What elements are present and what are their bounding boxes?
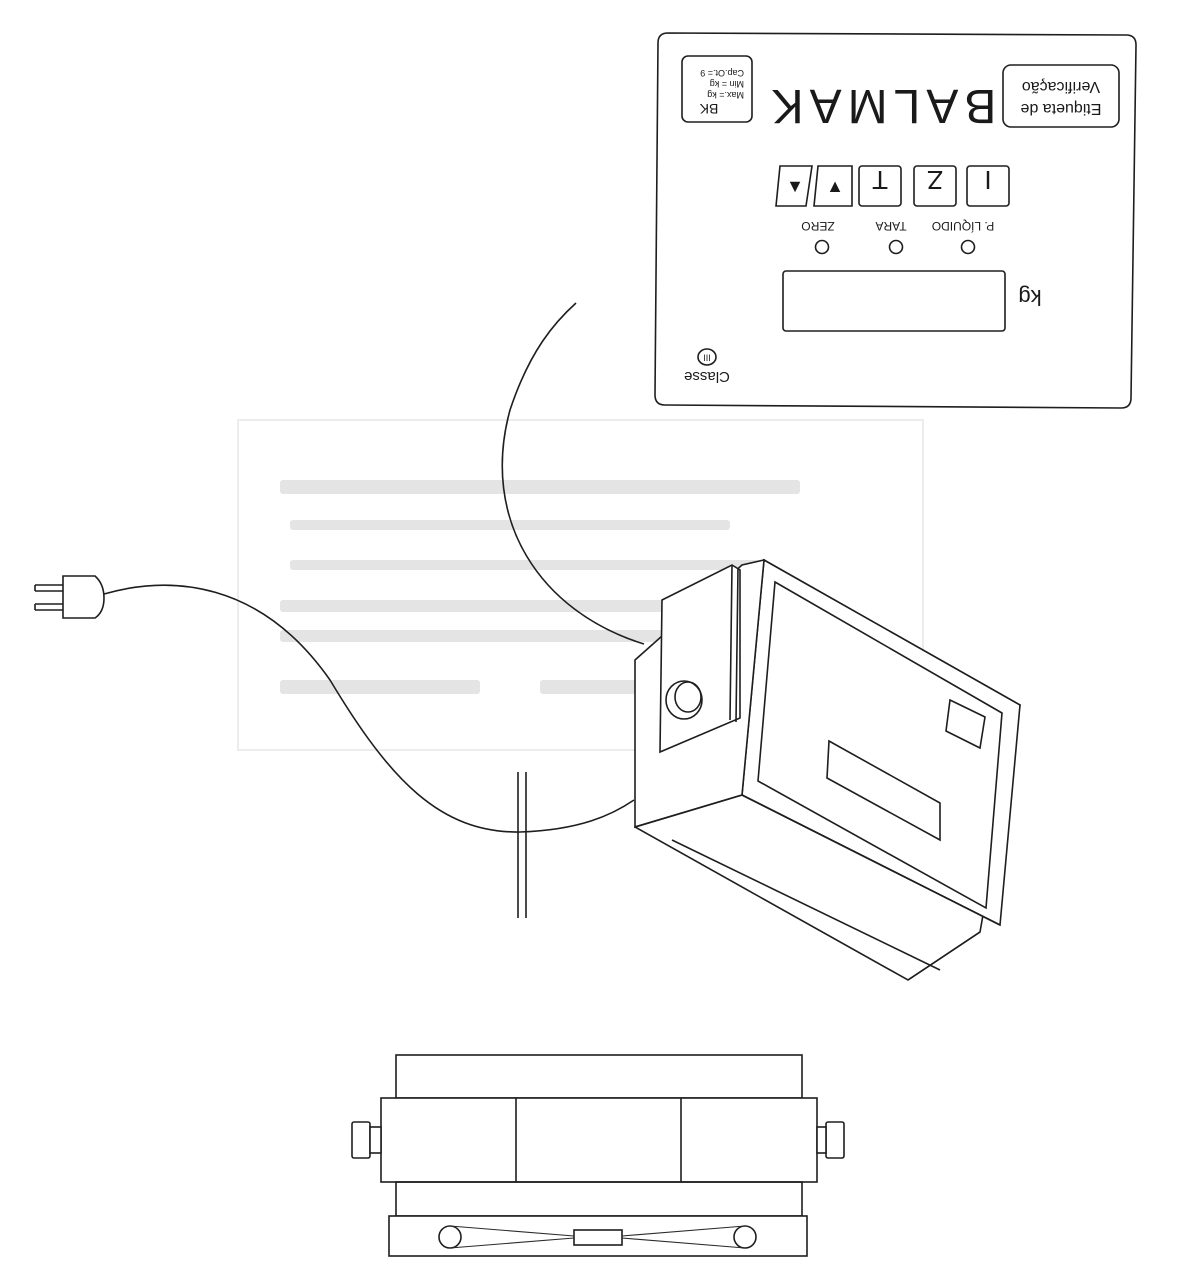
up-arrow-icon: ▲: [826, 176, 844, 196]
spec-label-3: Max.= kg: [707, 90, 744, 100]
indicator-front-panel: Cap.Ot.= 9 Min = kg Max.= kg BK BALMAK V…: [654, 32, 1137, 409]
mounting-pole: [517, 772, 527, 918]
housing-display-slot: [826, 739, 941, 842]
indicator-net-label: P. LÍQUIDO: [932, 219, 994, 234]
down-arrow-icon: ▼: [786, 176, 804, 196]
model-code: BK: [699, 101, 718, 117]
display-unit: kg: [1018, 285, 1041, 310]
tare-led: [888, 239, 904, 255]
top-view-right-knob-stem: [816, 1126, 827, 1154]
weight-display: [782, 270, 1006, 332]
housing-top-view: [351, 1054, 845, 1257]
mount-knob: [665, 680, 703, 720]
mount-plate: [659, 564, 741, 754]
power-plug: [34, 575, 105, 619]
indicator-housing: [633, 558, 1021, 981]
top-view-bracket-clamp: [573, 1229, 623, 1246]
plug-body: [62, 575, 105, 619]
spec-plate: Cap.Ot.= 9 Min = kg Max.= kg BK: [681, 55, 753, 123]
top-view-back-rail: [395, 1054, 803, 1099]
spec-label-1: Cap.Ot.= 9: [700, 68, 744, 78]
top-view-left-knob: [351, 1121, 371, 1159]
keypad: ▼ ▲ T Z I: [775, 165, 1010, 207]
print-key[interactable]: I: [966, 165, 1010, 207]
zero-key[interactable]: Z: [913, 165, 957, 207]
class-label: Classe: [684, 368, 730, 385]
panel-outline: [654, 32, 1137, 409]
housing-label-window: [945, 698, 986, 750]
spec-label-2: Min = kg: [710, 79, 744, 89]
verification-label-line1: Verificação: [1022, 78, 1100, 95]
class-oval: [697, 348, 717, 366]
verification-label-line2: Etiqueta de: [1020, 100, 1101, 117]
accuracy-class-mark: III Classe: [684, 348, 730, 385]
top-view-lower-body: [395, 1181, 803, 1217]
indicator-zero-label: ZERO: [801, 219, 834, 233]
tare-key-label: T: [872, 165, 888, 195]
class-symbol: III: [703, 353, 711, 363]
panel-cable: [501, 302, 645, 645]
brand-name: BALMAK: [766, 79, 997, 132]
indicator-tare-label: TARA: [875, 219, 906, 233]
top-view-main-block: [380, 1097, 818, 1183]
status-indicators: ZERO TARA P. LÍQUIDO: [801, 219, 994, 255]
top-view-right-knob: [825, 1121, 845, 1159]
top-view-left-knob-stem: [369, 1126, 382, 1154]
up-arrow-key[interactable]: ▲: [813, 165, 853, 207]
down-arrow-key[interactable]: ▼: [775, 165, 813, 207]
power-cord: [103, 584, 635, 833]
zero-led: [814, 239, 830, 255]
tare-key[interactable]: T: [858, 165, 902, 207]
net-led: [960, 239, 976, 255]
zero-key-label: Z: [927, 165, 943, 195]
print-key-label: I: [984, 165, 991, 195]
verification-label: Verificação Etiqueta de: [1002, 64, 1120, 128]
